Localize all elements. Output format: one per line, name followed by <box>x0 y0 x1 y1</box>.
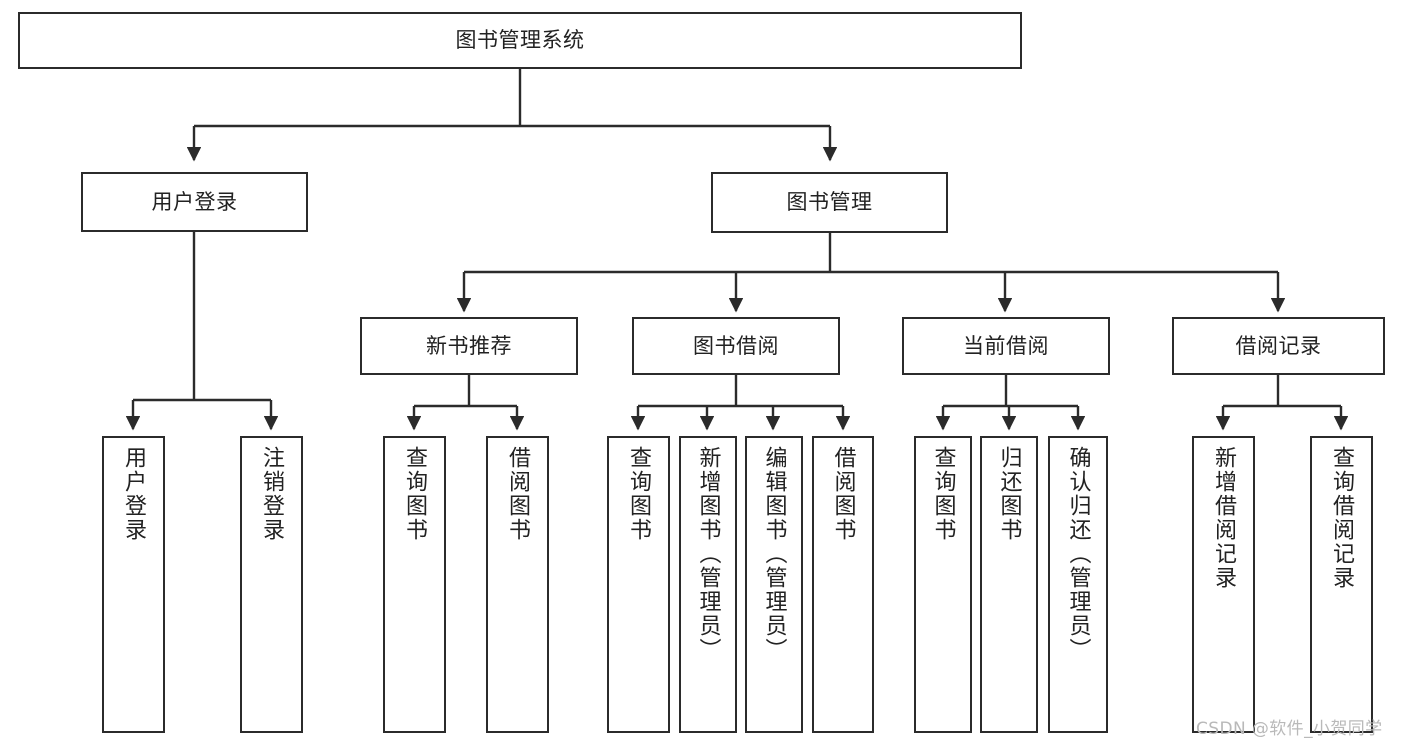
node-label: 查询图书 <box>626 446 652 542</box>
node-label: 用户登录 <box>151 189 238 214</box>
leaf-logout[interactable]: 注销登录 <box>240 436 303 733</box>
node-label: 新增图书（管理员） <box>695 446 721 662</box>
node-borrow-record[interactable]: 借阅记录 <box>1172 317 1385 375</box>
node-label: 确认归还（管理员） <box>1065 446 1091 662</box>
leaf-edit-book-admin[interactable]: 编辑图书（管理员） <box>745 436 803 733</box>
node-label: 查询图书 <box>402 446 428 542</box>
node-current-borrow[interactable]: 当前借阅 <box>902 317 1110 375</box>
leaf-query-book-recommend[interactable]: 查询图书 <box>383 436 446 733</box>
leaf-add-borrow-record[interactable]: 新增借阅记录 <box>1192 436 1255 733</box>
leaf-borrow-book[interactable]: 借阅图书 <box>812 436 874 733</box>
node-book-management[interactable]: 图书管理 <box>711 172 948 233</box>
node-label: 归还图书 <box>996 446 1022 542</box>
watermark-text: CSDN @软件_小贺同学 <box>1196 719 1383 739</box>
leaf-user-login[interactable]: 用户登录 <box>102 436 165 733</box>
node-new-book-recommend[interactable]: 新书推荐 <box>360 317 578 375</box>
node-label: 借阅记录 <box>1235 333 1322 358</box>
node-label: 用户登录 <box>121 446 147 542</box>
node-label: 借阅图书 <box>830 446 856 542</box>
leaf-query-borrow-record[interactable]: 查询借阅记录 <box>1310 436 1373 733</box>
leaf-add-book-admin[interactable]: 新增图书（管理员） <box>679 436 737 733</box>
node-label: 新增借阅记录 <box>1211 446 1237 590</box>
node-root-system[interactable]: 图书管理系统 <box>18 12 1022 69</box>
node-user-login[interactable]: 用户登录 <box>81 172 308 232</box>
node-label: 当前借阅 <box>963 333 1049 358</box>
leaf-confirm-return-admin[interactable]: 确认归还（管理员） <box>1048 436 1108 733</box>
node-label: 编辑图书（管理员） <box>761 446 787 662</box>
leaf-query-book-current[interactable]: 查询图书 <box>914 436 972 733</box>
leaf-borrow-book-recommend[interactable]: 借阅图书 <box>486 436 549 733</box>
node-label: 查询图书 <box>930 446 956 542</box>
leaf-query-book-borrow[interactable]: 查询图书 <box>607 436 670 733</box>
node-label: 借阅图书 <box>505 446 531 542</box>
node-label: 图书管理系统 <box>455 28 585 53</box>
node-label: 注销登录 <box>259 446 285 542</box>
node-label: 图书管理 <box>786 190 873 215</box>
node-label: 查询借阅记录 <box>1329 446 1355 590</box>
node-label: 新书推荐 <box>426 333 512 358</box>
leaf-return-book[interactable]: 归还图书 <box>980 436 1038 733</box>
node-label: 图书借阅 <box>693 333 779 358</box>
node-book-borrow[interactable]: 图书借阅 <box>632 317 840 375</box>
